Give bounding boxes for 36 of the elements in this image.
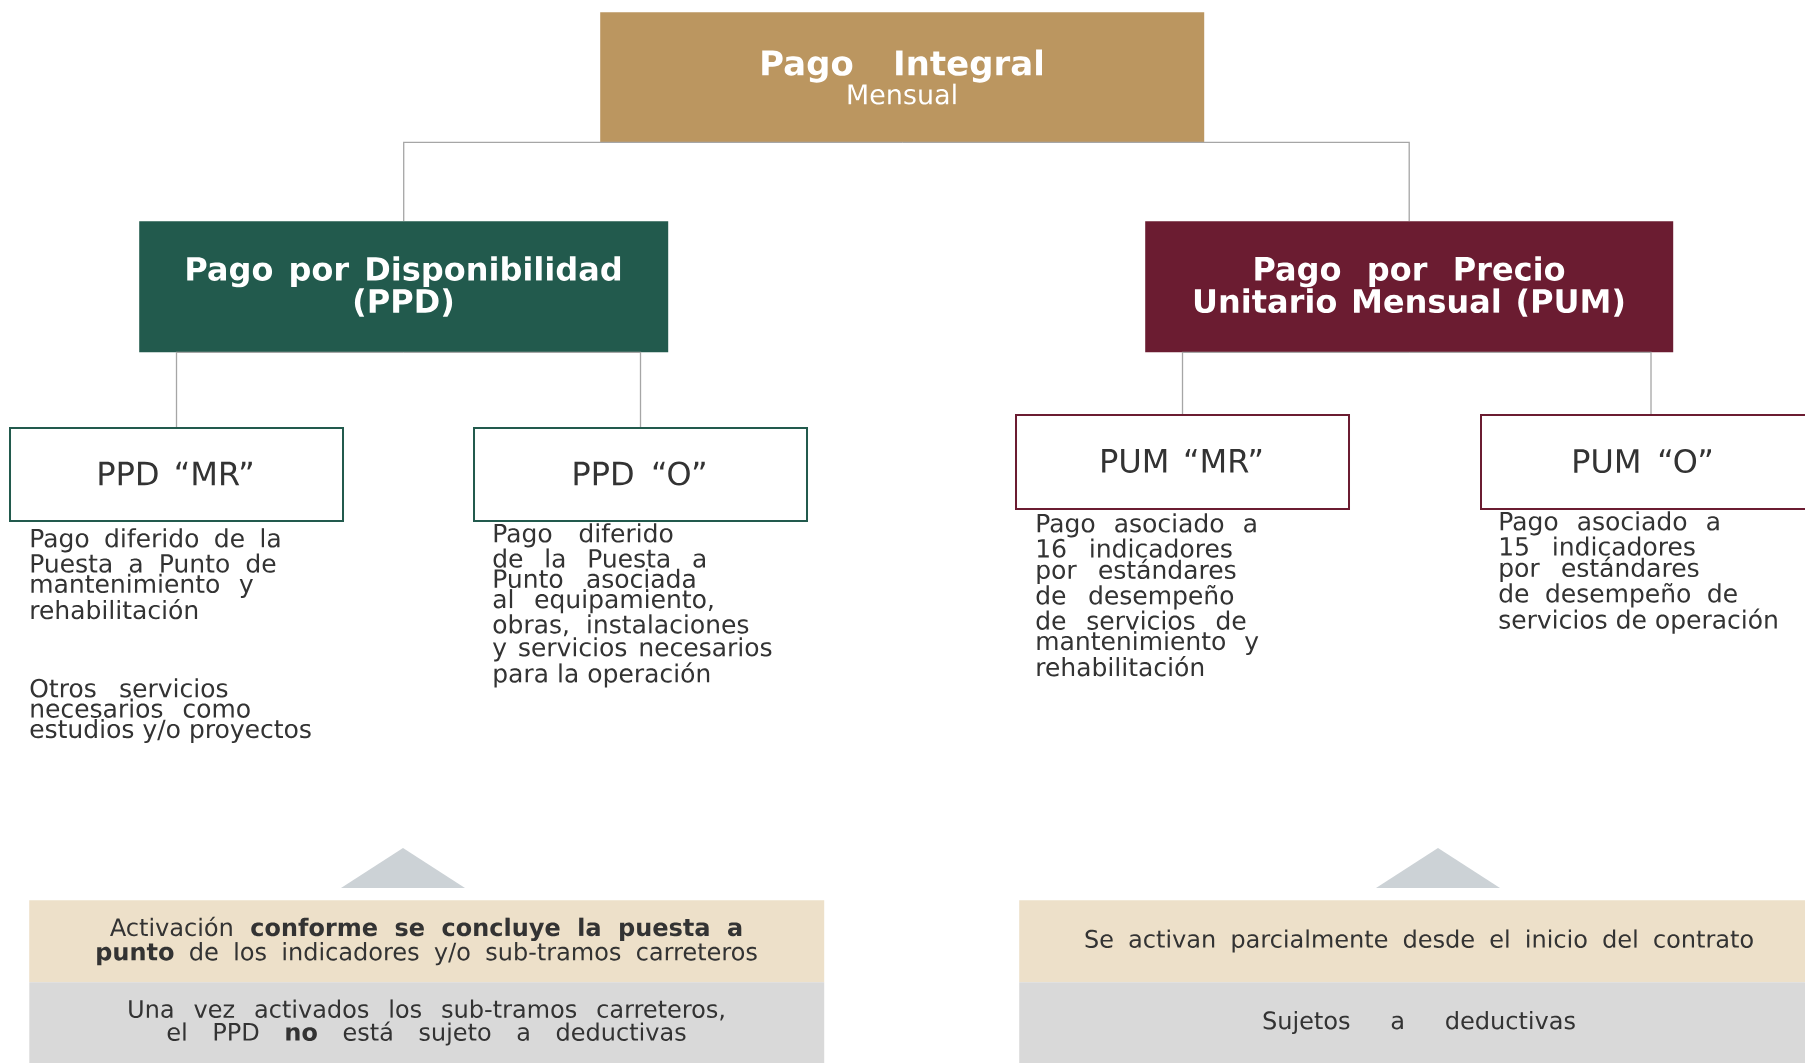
subcategory-box (473, 427, 808, 522)
category-box (1145, 221, 1674, 353)
pointer-triangle (1376, 848, 1500, 888)
connector-line (1181, 351, 1410, 415)
node-label: PPD “O” (574, 461, 705, 486)
subcategory-box (1015, 414, 1350, 510)
node-label: Sujetos a deductivas (1263, 1010, 1575, 1035)
category-box (139, 221, 669, 353)
header-box (600, 12, 1205, 143)
description-text: Otros servicios necesarios como estudios y/o proyectos (30, 678, 311, 744)
subcategory-box (9, 427, 344, 522)
description-text: Pago diferido de la Puesta a Punto asociada al equipamiento, obras, instalaciones y servicios necesarios para la operación (492, 523, 772, 688)
node-label: Pago por Disponibilidad (PPD) (187, 256, 621, 317)
node-label: PUM “MR” (1102, 449, 1262, 473)
pointer-triangle (341, 848, 465, 888)
node-label: Activación conforme se concluye la puesta a punto de los indicadores y/o sub-tramos carreteros (97, 916, 757, 966)
description-text: Pago asociado a 15 indicadores por estándares de desempeño de servicios de operación (1499, 511, 1777, 634)
node-label: Una vez activados los sub-tramos carreteros, el PPD no está sujeto a deductivas (129, 999, 724, 1046)
connector-line (901, 141, 1410, 222)
note-band (1019, 900, 1805, 983)
note-band (29, 900, 825, 983)
description-text: Pago asociado a 16 indicadores por estándares de desempeño de servicios de mantenimiento y rehabilitación (1036, 513, 1259, 677)
description-text: Pago diferido de la Puesta a Punto de mantenimiento y rehabilitación (31, 528, 280, 620)
connector-line (403, 141, 903, 222)
connector-line (175, 351, 405, 428)
subcategory-box (1480, 414, 1805, 510)
node-label: Pago Integral (762, 49, 1043, 83)
node-label: Se activan parcialmente desde el inicio del contrato (1085, 929, 1753, 953)
node-label: Pago por Precio Unitario Mensual (PUM) (1194, 256, 1624, 317)
note-band (1019, 982, 1805, 1063)
connector-line (1408, 351, 1652, 415)
node-label: Mensual (848, 83, 956, 105)
node-label: PUM “O” (1574, 448, 1711, 474)
connector-line (403, 351, 642, 428)
node-label: PPD “MR” (99, 461, 252, 486)
note-band (29, 982, 825, 1063)
